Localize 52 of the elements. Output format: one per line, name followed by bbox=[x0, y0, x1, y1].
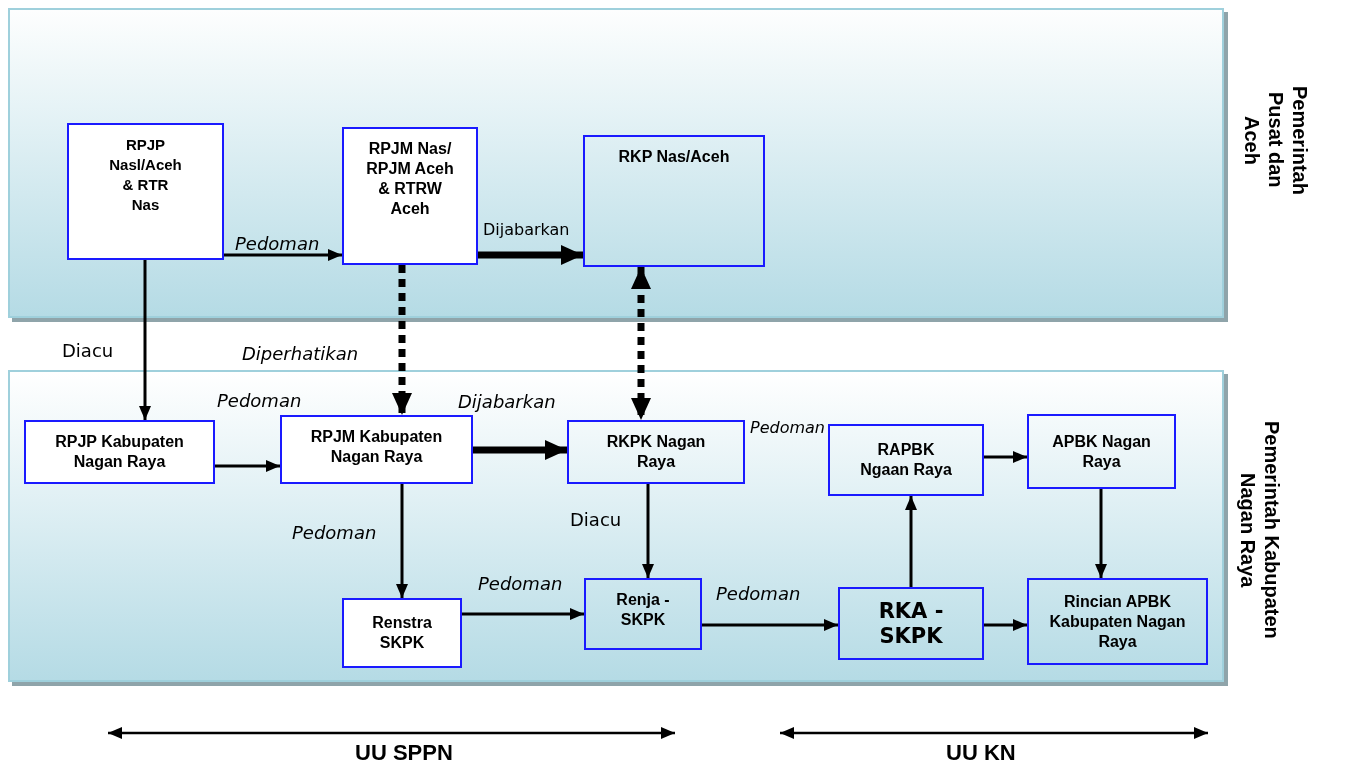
dotted-arrow bbox=[392, 265, 412, 415]
process-box bbox=[583, 135, 765, 267]
edge-label: Pedoman bbox=[478, 573, 563, 594]
box-label: RPJM Nas/ RPJM Aceh & RTRW Aceh bbox=[365, 139, 455, 219]
edge-label: Diperhatikan bbox=[242, 343, 359, 364]
edge-label: Diacu bbox=[62, 340, 114, 361]
arrow bbox=[984, 451, 1027, 463]
edge-label: Pedoman bbox=[217, 390, 302, 411]
process-box bbox=[280, 415, 473, 484]
box-label: Rincian APBK Kabupaten Nagan Raya bbox=[1048, 591, 1187, 652]
process-box bbox=[1027, 414, 1176, 489]
arrow bbox=[905, 496, 917, 587]
box-label: RPJP Nasl/Aceh & RTR Nas bbox=[108, 135, 183, 215]
box-label: RKA - SKPK bbox=[877, 598, 945, 649]
dotted-arrow bbox=[631, 267, 651, 420]
edge-label: Pedoman bbox=[235, 233, 320, 254]
box-label: RKPK Nagan Raya bbox=[605, 432, 707, 472]
box-label: Renstra SKPK bbox=[371, 613, 433, 653]
box-label: APBK Nagan Raya bbox=[1051, 431, 1152, 472]
box-label: RAPBK Ngaan Raya bbox=[859, 440, 953, 480]
edge-label: Pedoman bbox=[716, 583, 801, 604]
arrow bbox=[984, 619, 1027, 631]
box-label: RKP Nas/Aceh bbox=[617, 147, 731, 167]
arrow bbox=[642, 484, 654, 578]
edge-label: Dijabarkan bbox=[458, 391, 556, 412]
band-heading: Pemerintah Kabupaten Nagan Raya bbox=[1236, 420, 1284, 641]
process-box bbox=[567, 420, 745, 484]
edge-label: Dijabarkan bbox=[483, 220, 570, 239]
edge-label: Pedoman bbox=[292, 522, 377, 543]
box-label: Renja - SKPK bbox=[615, 590, 671, 630]
process-box bbox=[828, 424, 984, 496]
process-box bbox=[838, 587, 984, 660]
process-box bbox=[1027, 578, 1208, 665]
arrow bbox=[139, 260, 151, 420]
arrow bbox=[1095, 489, 1107, 578]
process-box bbox=[24, 420, 215, 484]
arrow bbox=[396, 484, 408, 598]
arrow bbox=[702, 619, 838, 631]
annotation-text: Pedoman bbox=[750, 418, 825, 437]
edge-label: Diacu bbox=[570, 509, 622, 530]
arrow bbox=[462, 608, 584, 620]
law-label: UU SPPN bbox=[355, 740, 453, 766]
process-box bbox=[67, 123, 224, 260]
law-label: UU KN bbox=[946, 740, 1016, 766]
band-heading: Pemerintah Pusat dan Aceh bbox=[1240, 84, 1312, 197]
box-label: RPJM Kabupaten Nagan Raya bbox=[309, 427, 444, 467]
process-box bbox=[342, 598, 462, 668]
process-box bbox=[584, 578, 702, 650]
box-label: RPJP Kabupaten Nagan Raya bbox=[54, 432, 185, 472]
arrow bbox=[224, 249, 342, 261]
process-box bbox=[342, 127, 478, 265]
arrow bbox=[215, 460, 280, 472]
